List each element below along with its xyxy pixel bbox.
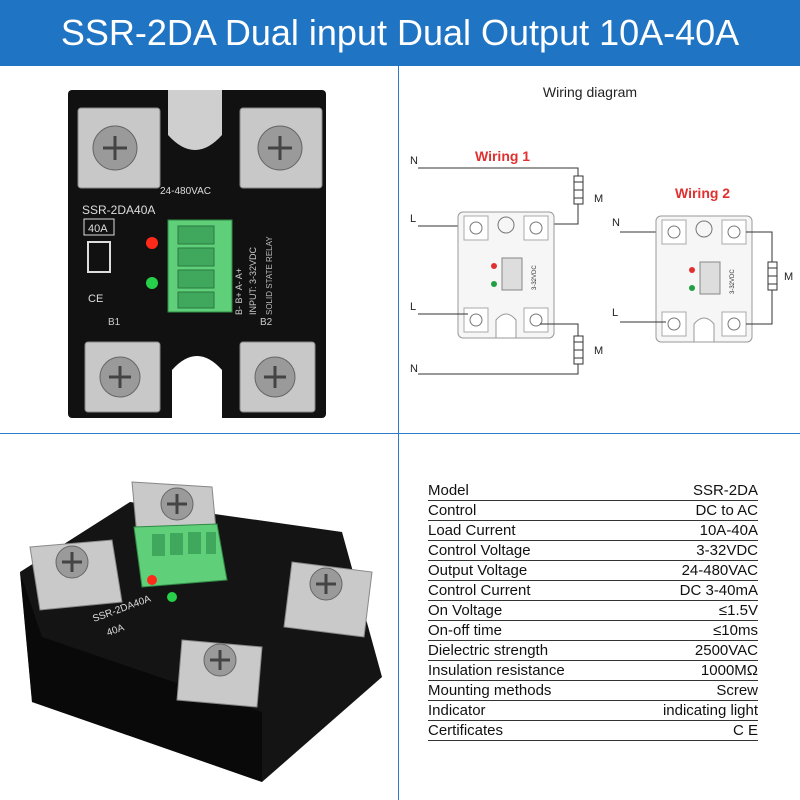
- heatsink-tab-top: [168, 90, 222, 150]
- rating-label: 40A: [88, 223, 108, 235]
- spec-underline: [428, 680, 758, 681]
- wire-l-label: L: [612, 307, 618, 319]
- green-led-icon: [491, 281, 497, 287]
- wire-n-label: N: [410, 155, 418, 167]
- module-voltage-label: 3-32VDC: [730, 269, 736, 294]
- spec-row: Control Voltage 3-32VDC: [428, 542, 758, 562]
- spec-value: 1000MΩ: [700, 662, 758, 679]
- spec-label: On Voltage: [428, 602, 503, 619]
- spec-row: Control DC to AC: [428, 502, 758, 522]
- spec-value: 3-32VDC: [696, 542, 758, 559]
- input-polarity-label: B- B+ A- A+: [234, 268, 244, 315]
- spec-row: Model SSR-2DA: [428, 482, 758, 502]
- spec-underline: [428, 620, 758, 621]
- ce-mark: CE: [88, 293, 103, 305]
- spec-underline: [428, 540, 758, 541]
- wire-n-label: N: [612, 217, 620, 229]
- spec-row: On-off time ≤10ms: [428, 622, 758, 642]
- spec-label: Model: [428, 482, 469, 499]
- green-led-indicator: [167, 592, 177, 602]
- spec-underline: [428, 500, 758, 501]
- spec-underline: [428, 740, 758, 741]
- spec-row: Mounting methods Screw: [428, 682, 758, 702]
- wiring-1-label: Wiring 1: [475, 148, 530, 164]
- spec-underline: [428, 720, 758, 721]
- red-led-indicator: [147, 575, 157, 585]
- wiring-2-label: Wiring 2: [675, 185, 730, 201]
- model-label: SSR-2DA40A: [82, 203, 155, 217]
- spec-row: Output Voltage 24-480VAC: [428, 562, 758, 582]
- spec-underline: [428, 560, 758, 561]
- spec-value: DC to AC: [695, 502, 758, 519]
- spec-row: Dielectric strength 2500VAC: [428, 642, 758, 662]
- wire-n-top: [418, 167, 579, 176]
- wire-n-label: N: [410, 363, 418, 375]
- spec-value: SSR-2DA: [692, 482, 758, 499]
- spec-row: Control Current DC 3-40mA: [428, 582, 758, 602]
- spec-table: Model SSR-2DA Control DC to AC Load Current 1…: [428, 482, 758, 742]
- spec-label: Output Voltage: [428, 562, 528, 579]
- green-led-indicator: [146, 277, 158, 289]
- spec-value: C E: [732, 722, 758, 739]
- red-led-indicator: [146, 237, 158, 249]
- spec-value: Screw: [716, 682, 758, 699]
- spec-row: Load Current 10A-40A: [428, 522, 758, 542]
- mounting-notch: [172, 356, 222, 418]
- rating-box: [83, 218, 115, 236]
- voltage-label: 24-480VAC: [160, 186, 211, 197]
- spec-value: 10A-40A: [699, 522, 758, 539]
- spec-row: Indicator indicating light: [428, 702, 758, 722]
- terminal-label-b1: B1: [108, 317, 121, 328]
- load-m-label: M: [784, 271, 793, 283]
- red-led-icon: [491, 263, 497, 269]
- spec-value: ≤10ms: [713, 622, 758, 639]
- spec-label: Indicator: [428, 702, 486, 719]
- spec-label: Load Current: [428, 522, 516, 539]
- spec-label: Insulation resistance: [428, 662, 565, 679]
- spec-label: Control Voltage: [428, 542, 531, 559]
- wire-l-label: L: [410, 213, 416, 225]
- spec-row: Insulation resistance 1000MΩ: [428, 662, 758, 682]
- load-m-label: M: [594, 193, 603, 205]
- spec-underline: [428, 700, 758, 701]
- spec-value: ≤1.5V: [718, 602, 758, 619]
- spec-value: DC 3-40mA: [679, 582, 758, 599]
- spec-label: Certificates: [428, 722, 504, 739]
- title-banner: SSR-2DA Dual input Dual Output 10A-40A: [0, 0, 800, 66]
- spec-underline: [428, 660, 758, 661]
- spec-underline: [428, 580, 758, 581]
- spec-row: Certificates C E: [428, 722, 758, 742]
- spec-underline: [428, 600, 758, 601]
- terminal-label-b2: B2: [260, 317, 273, 328]
- input-spec-label: INPUT: 3-32VDC: [248, 246, 258, 315]
- relay-type-label: SOLID STATE RELAY: [265, 236, 274, 315]
- red-led-icon: [689, 267, 695, 273]
- spec-label: Control: [428, 502, 477, 519]
- wire-l-label: L: [410, 301, 416, 313]
- spec-value: 24-480VAC: [681, 562, 758, 579]
- spec-label: Mounting methods: [428, 682, 552, 699]
- green-led-icon: [689, 285, 695, 291]
- spec-value: indicating light: [662, 702, 758, 719]
- spec-underline: [428, 640, 758, 641]
- horizontal-divider: [0, 433, 800, 434]
- relay-top-view-photo: 24-480VAC SSR-2DA40A 40A CE B1 B2 INPUT:…: [68, 90, 326, 418]
- relay-angled-photo: SSR-2DA40A 40A: [20, 481, 382, 782]
- wiring-diagram-title: Wiring diagram: [542, 84, 638, 100]
- wiring-diagram: Wiring 1 Wiring 2 N M L 3-32VDC L M N N …: [410, 148, 793, 375]
- spec-value: 2500VAC: [694, 642, 758, 659]
- spec-row: On Voltage ≤1.5V: [428, 602, 758, 622]
- spec-label: Dielectric strength: [428, 642, 549, 659]
- module-voltage-label: 3-32VDC: [532, 265, 538, 290]
- spec-underline: [428, 520, 758, 521]
- spec-label: On-off time: [428, 622, 502, 639]
- brand-logo-icon: [87, 241, 111, 273]
- spec-label: Control Current: [428, 582, 531, 599]
- load-m-label: M: [594, 345, 603, 357]
- page-title: SSR-2DA Dual input Dual Output 10A-40A: [60, 12, 740, 53]
